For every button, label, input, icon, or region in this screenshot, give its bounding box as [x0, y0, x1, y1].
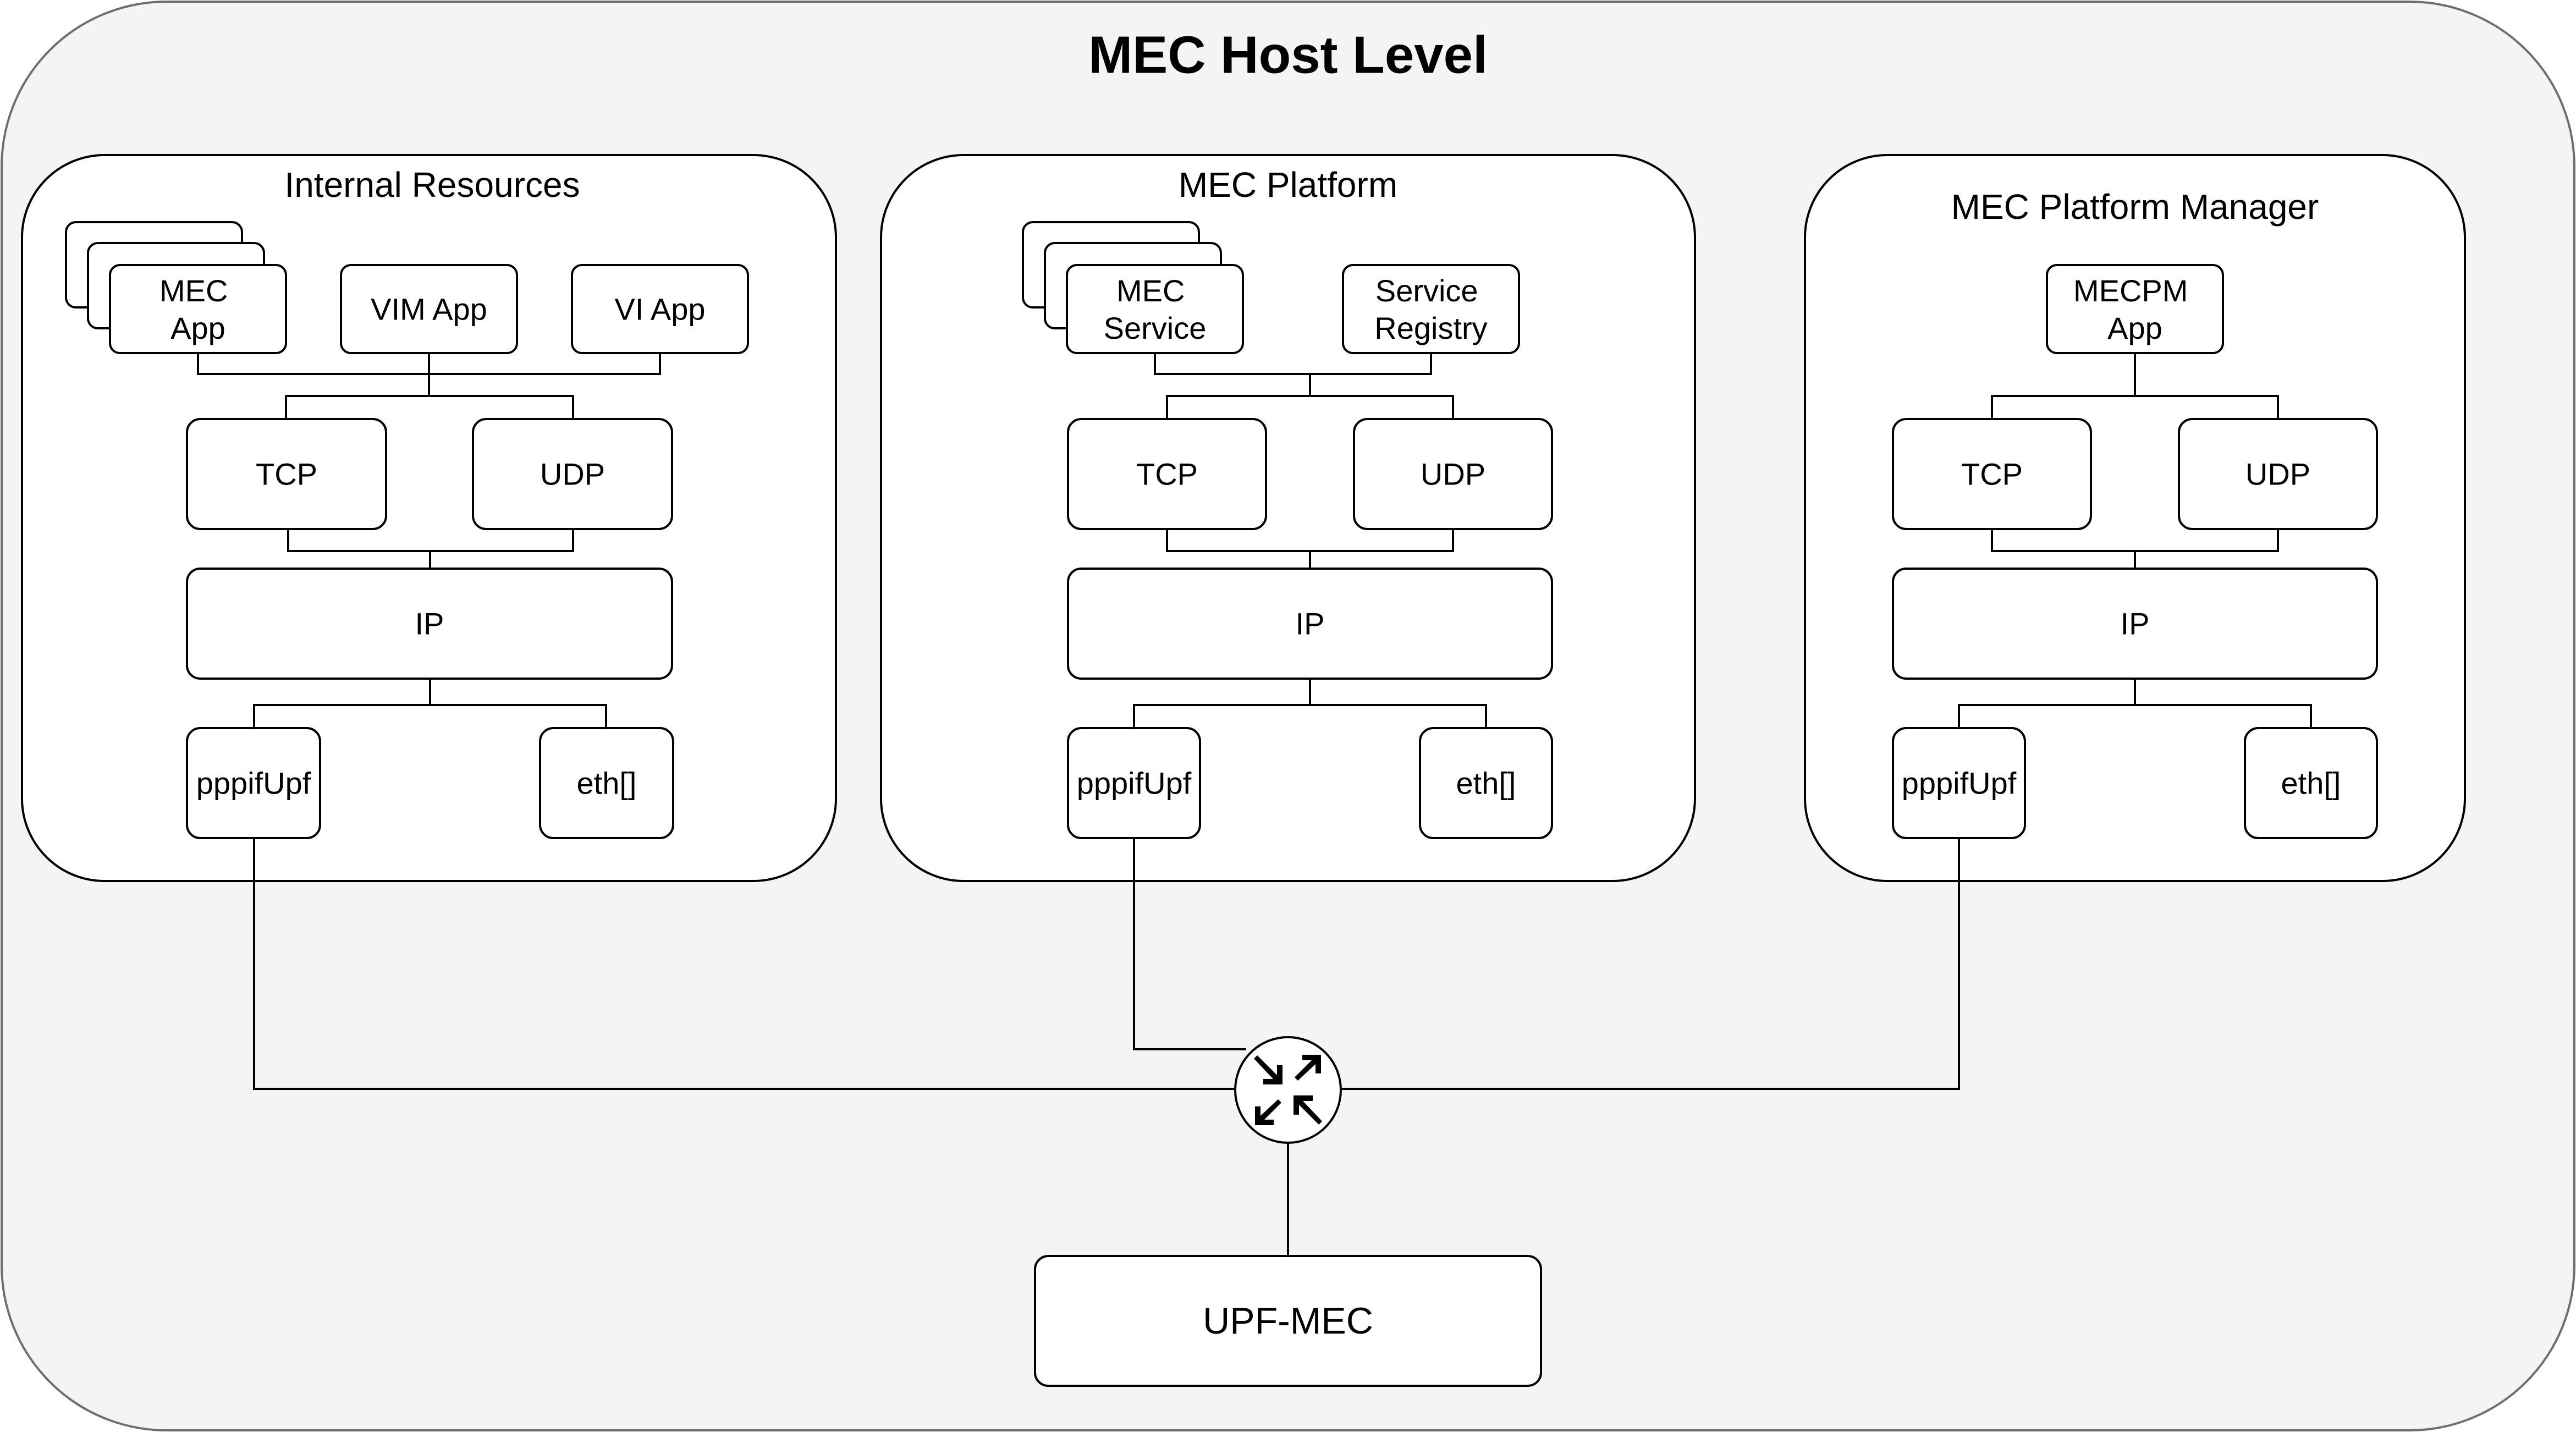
eth-label: eth[] — [2281, 766, 2341, 801]
apps-connector — [197, 353, 661, 419]
platform-to-router-link — [1133, 838, 1246, 1050]
router-icon[interactable] — [1234, 1036, 1342, 1144]
mec-platform-section: MEC Platform MEC Service Service Registr… — [880, 154, 1696, 882]
vi-app-label: VI App — [614, 292, 705, 327]
service-registry-label: Service Registry — [1374, 273, 1487, 345]
pppifupf-label: pppifUpf — [196, 766, 311, 801]
transport-connector — [1166, 529, 1454, 569]
link-connector — [1958, 679, 2312, 728]
pppifupf-label: pppifUpf — [1077, 766, 1192, 801]
mec-platform-frame — [880, 154, 1696, 882]
mec-platform-manager-frame — [1804, 154, 2466, 882]
udp-label: UDP — [1421, 457, 1485, 492]
internal-resources-title: Internal Resources — [284, 165, 580, 205]
tcp-label: TCP — [1136, 457, 1198, 492]
internal-to-router-link — [253, 838, 1236, 1090]
mec-platform-manager-title: MEC Platform Manager — [1951, 187, 2319, 227]
eth-label: eth[] — [577, 766, 637, 801]
tcp-box[interactable] — [186, 418, 387, 530]
link-connector — [1133, 679, 1487, 728]
mec-platform-manager-section: MEC Platform Manager MECPM App TCP UDP I… — [1804, 154, 2466, 882]
udp-label: UDP — [540, 457, 605, 492]
mec-platform-title: MEC Platform — [1179, 165, 1397, 205]
tcp-label: TCP — [1961, 457, 2023, 492]
transport-connector — [287, 529, 574, 569]
services-connector — [1154, 353, 1454, 419]
pppifupf-label: pppifUpf — [1902, 766, 2017, 801]
upf-mec-box[interactable] — [1034, 1255, 1542, 1387]
internal-resources-section: Internal Resources MEC App VIM App VI Ap… — [21, 154, 837, 882]
manager-to-router-link — [1341, 838, 1960, 1090]
eth-label: eth[] — [1456, 766, 1516, 801]
eth-box[interactable] — [539, 727, 674, 839]
app-connector — [1991, 353, 2279, 419]
link-connector — [253, 679, 607, 728]
ip-label: IP — [415, 607, 444, 641]
ip-label: IP — [2121, 607, 2150, 641]
udp-label: UDP — [2245, 457, 2310, 492]
tcp-label: TCP — [256, 457, 317, 492]
transport-connector — [1991, 529, 2279, 569]
mec-service-label: MEC Service — [1104, 273, 1207, 345]
upf-mec-label: UPF-MEC — [1203, 1300, 1373, 1342]
ip-label: IP — [1296, 607, 1325, 641]
eth-box[interactable] — [2244, 727, 2378, 839]
diagram-title: MEC Host Level — [1088, 26, 1487, 85]
mec-app-label: MEC App — [159, 273, 236, 345]
mecpm-app-label: MECPM App — [2073, 273, 2197, 345]
eth-box[interactable] — [1419, 727, 1553, 839]
vim-app-label: VIM App — [371, 292, 487, 327]
